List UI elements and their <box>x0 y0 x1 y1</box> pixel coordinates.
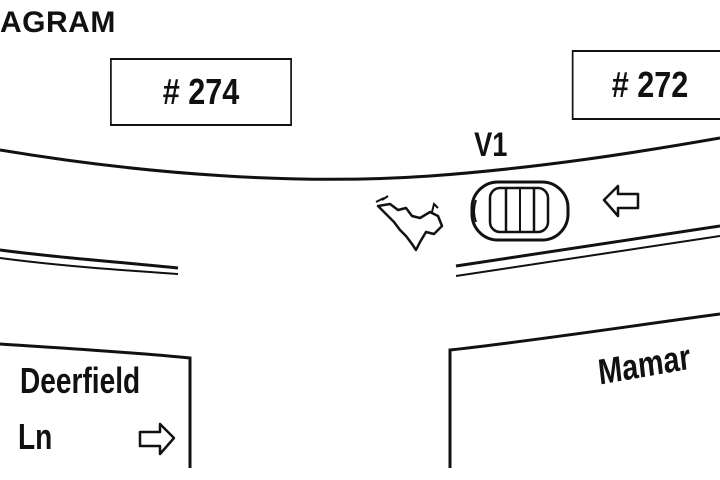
right-arrow-icon <box>138 422 176 456</box>
lot-number-label: # 272 <box>611 64 689 105</box>
street-boundary-left <box>0 342 192 468</box>
vehicle-label: V1 <box>474 126 508 164</box>
car-icon <box>470 180 570 242</box>
street-name-deerfield: Deerfield <box>20 360 141 401</box>
left-arrow-icon <box>602 184 640 218</box>
deer-icon <box>375 195 444 252</box>
road-edge-bottom-right <box>455 224 720 268</box>
lot-number-box-274: # 274 <box>110 58 292 126</box>
street-boundary-right <box>448 312 720 468</box>
lot-number-box-272: # 272 <box>571 50 720 120</box>
road-edge-bottom-right-2 <box>455 235 720 277</box>
street-name-suffix: Ln <box>18 416 53 457</box>
lot-number-label: # 274 <box>162 71 240 112</box>
road-edge-top <box>0 136 720 181</box>
road-edge-bottom-left-2 <box>0 257 179 275</box>
diagram-title: AGRAM <box>0 6 116 39</box>
road-edge-bottom-left <box>0 248 179 270</box>
